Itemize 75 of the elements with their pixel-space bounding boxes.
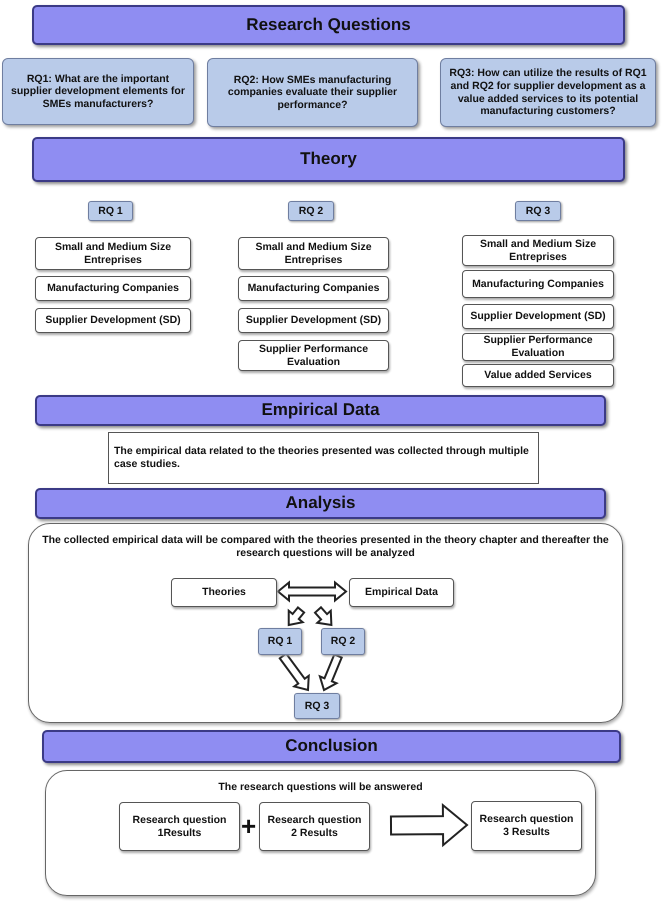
- theory-box: [462, 333, 614, 361]
- box-text: Research question 3 Results: [478, 812, 574, 840]
- theory-box: [471, 801, 582, 851]
- theory-box: [35, 308, 191, 333]
- box-text: The collected empirical data will be compared with the theories presented in the theory chapter and thereafter the research questions will be analyzed: [41, 534, 610, 560]
- theory-box: [462, 304, 614, 329]
- rq-box: [294, 693, 340, 719]
- box-text: Theories: [201, 585, 247, 600]
- box-text: The empirical data related to the theories presented was collected through multiple case studies.: [113, 444, 530, 472]
- text-box: [108, 432, 539, 484]
- theory-box: [238, 340, 389, 371]
- rq-box: [88, 201, 133, 221]
- box-text: RQ 3: [524, 204, 552, 219]
- section-header: [35, 488, 606, 519]
- box-text: RQ 3: [304, 698, 330, 714]
- theory-box: [349, 578, 454, 607]
- box-text: Manufacturing Companies: [246, 281, 380, 296]
- question-box: [440, 58, 656, 127]
- container-box: [45, 770, 596, 896]
- box-text: Supplier Development (SD): [244, 313, 382, 328]
- box-text: The research questions will be answered: [217, 781, 424, 794]
- block-arrow: [278, 652, 310, 692]
- box-text: RQ1: What are the important supplier development elements for SMEs manufacturers?: [10, 72, 186, 112]
- section-title: Theory: [299, 148, 358, 170]
- section-header: [42, 730, 621, 763]
- box-text: RQ 2: [330, 634, 356, 650]
- theory-box: [171, 578, 277, 607]
- section-title: Analysis: [284, 492, 356, 514]
- theory-box: [462, 235, 614, 266]
- theory-box: [119, 802, 240, 851]
- box-text: RQ3: How can utilize the results of RQ1 and RQ2 for supplier development as a value added services to its potential manufacturing customers?: [448, 66, 648, 120]
- section-header: [32, 5, 625, 45]
- box-text: RQ 1: [266, 634, 294, 650]
- rq-box: [288, 201, 334, 221]
- section-title: Conclusion: [284, 735, 379, 758]
- box-text: Manufacturing Companies: [46, 281, 180, 296]
- box-text: Small and Medium Size Entreprises: [54, 240, 172, 268]
- section-header: [35, 395, 606, 426]
- box-text: Supplier Development (SD): [469, 309, 607, 324]
- rq-box: [258, 628, 302, 655]
- block-arrow: [390, 803, 469, 848]
- section-title: Empirical Data: [260, 399, 381, 422]
- box-text: Supplier Development (SD): [44, 313, 182, 328]
- theory-box: [238, 276, 389, 301]
- box-text: Research question 2 Results: [266, 812, 362, 840]
- box-text: RQ 2: [298, 204, 324, 219]
- block-arrow: [288, 606, 306, 626]
- box-text: Empirical Data: [364, 585, 439, 600]
- box-text: RQ 1: [97, 204, 124, 219]
- rq-box: [321, 628, 365, 655]
- box-text: RQ2: How SMEs manufacturing companies evaluate their supplier performance?: [226, 72, 398, 113]
- box-text: Research question 1Results: [132, 812, 228, 840]
- block-arrow: [276, 580, 348, 603]
- plus-sign: +: [241, 811, 256, 841]
- question-box: [2, 58, 194, 125]
- box-text: Small and Medium Size Entreprises: [254, 240, 373, 268]
- theory-box: [238, 308, 389, 333]
- question-box: [207, 58, 418, 127]
- theory-box: [35, 237, 191, 270]
- theory-box: [238, 237, 389, 270]
- theory-box: [35, 276, 191, 301]
- rq-box: [515, 201, 561, 221]
- theory-box: [462, 270, 614, 298]
- box-text: Manufacturing Companies: [471, 276, 605, 292]
- box-text: Value added Services: [483, 368, 593, 384]
- section-header: [32, 137, 625, 182]
- theory-box: [259, 802, 370, 851]
- theory-box: [462, 364, 614, 387]
- block-arrow: [318, 653, 343, 692]
- section-title: Research Questions: [245, 14, 412, 36]
- box-text: Small and Medium Size Entreprises: [478, 236, 598, 264]
- block-arrow: [314, 606, 332, 626]
- box-text: Supplier Performance Evaluation: [482, 334, 594, 360]
- box-text: Supplier Performance Evaluation: [258, 342, 370, 370]
- container-box: [28, 523, 623, 723]
